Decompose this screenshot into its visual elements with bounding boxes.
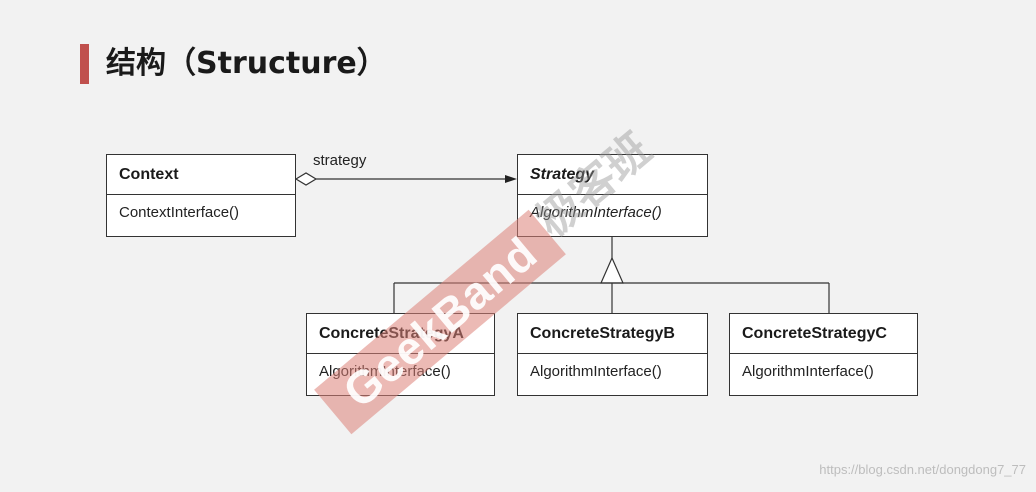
class-concrete-strategy-a: ConcreteStrategyA AlgorithmInterface() — [306, 313, 495, 396]
class-strategy: Strategy AlgorithmInterface() — [517, 154, 708, 237]
class-name: ConcreteStrategyA — [307, 314, 494, 354]
class-concrete-strategy-b: ConcreteStrategyB AlgorithmInterface() — [517, 313, 708, 396]
source-url: https://blog.csdn.net/dongdong7_77 — [819, 462, 1026, 477]
class-operation: ContextInterface() — [119, 204, 240, 221]
inheritance-triangle — [600, 256, 624, 284]
class-name: ConcreteStrategyB — [518, 314, 707, 354]
class-concrete-strategy-c: ConcreteStrategyC AlgorithmInterface() — [729, 313, 918, 396]
class-operation: AlgorithmInterface() — [530, 204, 662, 221]
class-context: Context ContextInterface() — [106, 154, 296, 237]
page-title: 结构（Structure） — [106, 46, 387, 81]
association-arrowhead — [505, 175, 517, 183]
class-operation: AlgorithmInterface() — [530, 363, 662, 380]
aggregation-diamond — [294, 172, 318, 186]
class-name: Context — [107, 155, 295, 195]
class-operation: AlgorithmInterface() — [319, 363, 451, 380]
association-label: strategy — [313, 152, 367, 169]
class-name: ConcreteStrategyC — [730, 314, 917, 354]
class-name: Strategy — [518, 155, 707, 195]
class-operation: AlgorithmInterface() — [742, 363, 874, 380]
title-accent-bar — [80, 44, 89, 84]
